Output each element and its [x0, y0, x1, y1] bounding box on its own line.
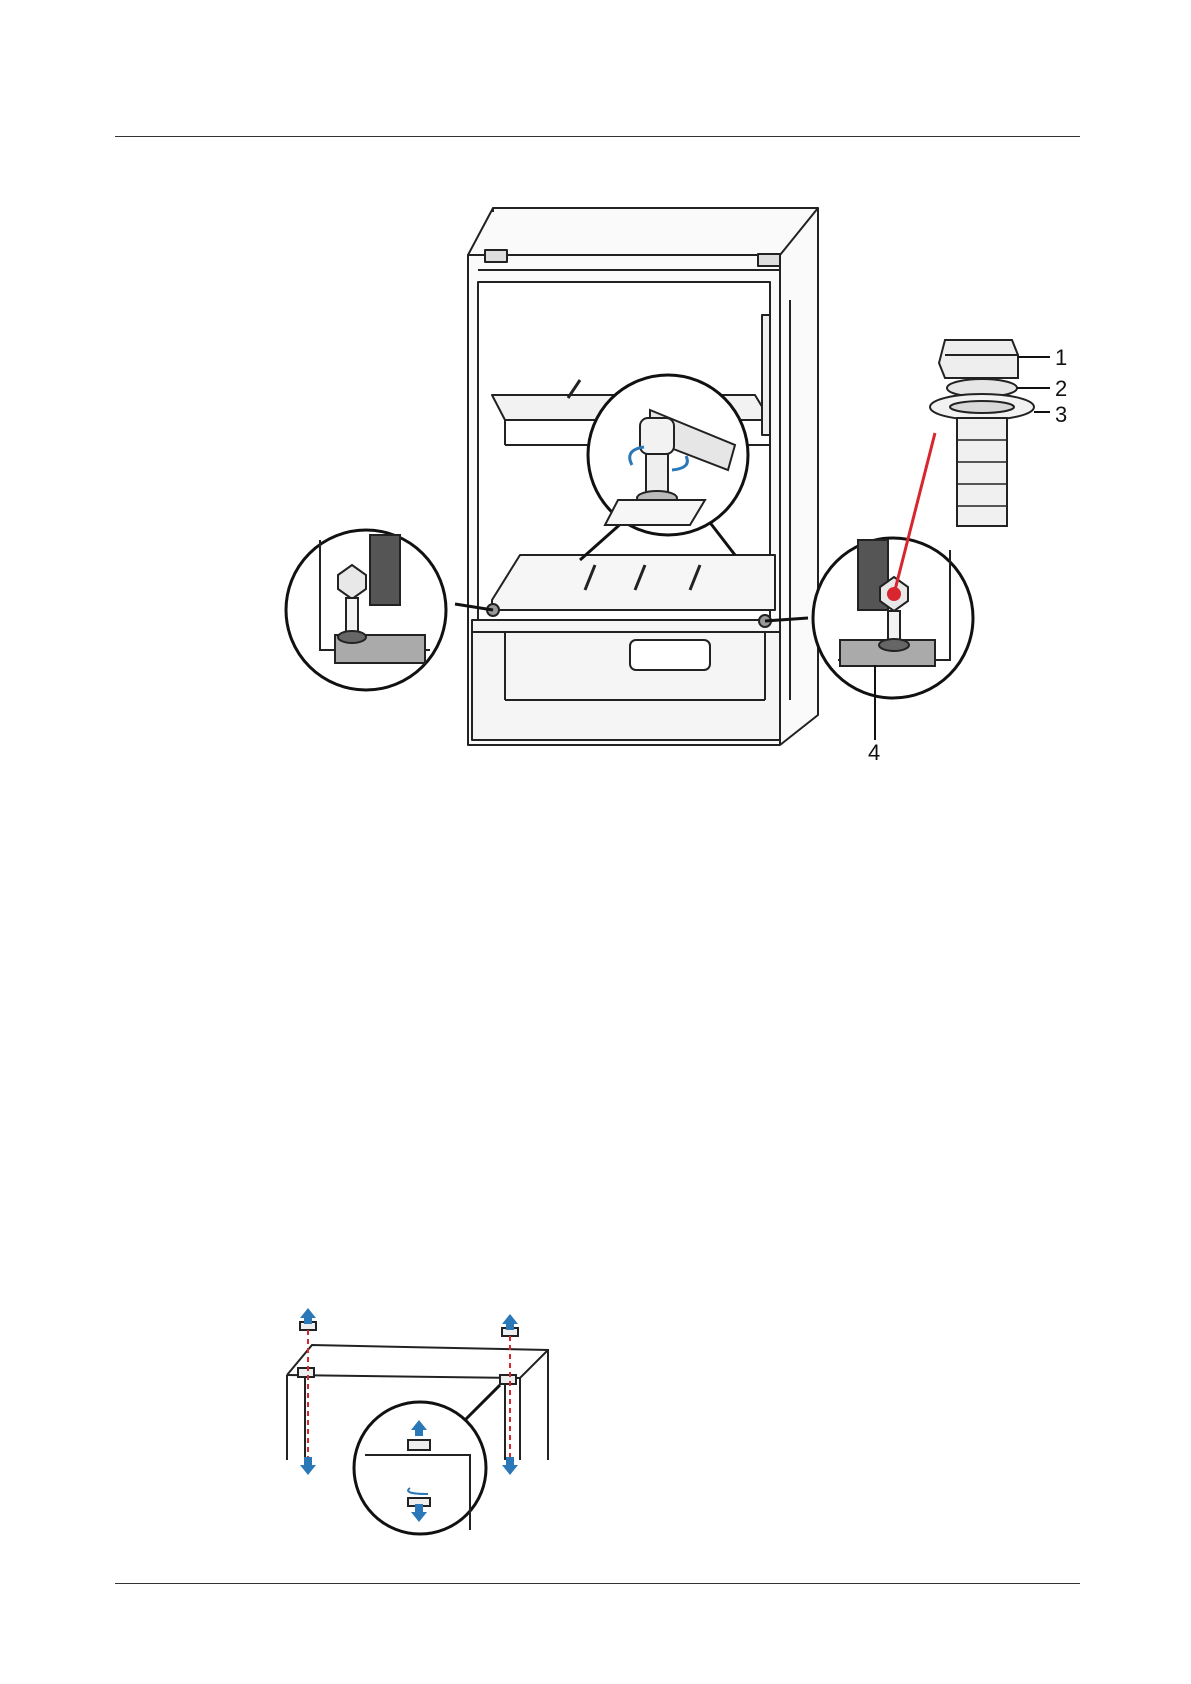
footer-rule: [115, 1583, 1080, 1584]
exploded-bolt-assembly: [930, 340, 1034, 526]
header-rule: [115, 136, 1080, 137]
left-detail-magnifier: [286, 530, 446, 690]
right-detail-magnifier: [813, 538, 973, 740]
callout-3: 3: [1055, 402, 1067, 427]
callout-4: 4: [868, 740, 880, 760]
center-torque-magnifier: [588, 375, 748, 535]
callout-1: 1: [1055, 345, 1067, 370]
callout-2: 2: [1055, 376, 1067, 401]
cabinet-top-cover-figure: [285, 1290, 555, 1545]
cabinet-bolt-installation-figure: 1 2 3 4: [280, 200, 1100, 760]
